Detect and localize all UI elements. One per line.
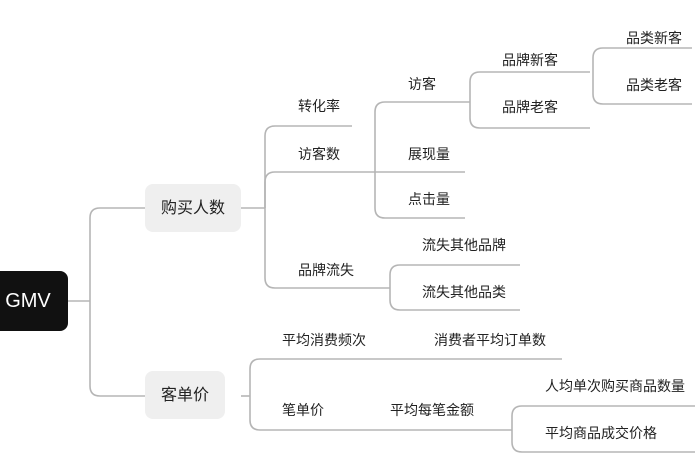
node-conversion: 转化率	[298, 99, 340, 115]
edge-root-aov	[89, 301, 145, 397]
node-avg-quantity: 人均单次购买商品数量	[545, 379, 685, 395]
edge-root-buyers	[89, 207, 145, 301]
edge-amount-price	[511, 430, 695, 453]
node-avg-orders: 消费者平均订单数	[434, 333, 546, 349]
edge-visitors-clicks	[374, 172, 465, 219]
node-avg-frequency: 平均消费频次	[282, 333, 366, 349]
node-impressions: 展现量	[408, 147, 450, 163]
root-node-gmv: GMV	[0, 271, 68, 331]
node-churn-other-category: 流失其他品类	[422, 285, 506, 301]
branch-buyers: 购买人数	[145, 184, 241, 232]
edge-brandnew-catnew	[592, 47, 692, 72]
edge-visitor-brand-new	[469, 71, 590, 102]
node-visitors-count: 访客数	[298, 147, 340, 163]
node-brand-old: 品牌老客	[502, 100, 558, 116]
branch-aov: 客单价	[145, 371, 225, 419]
node-avg-amount: 平均每笔金额	[390, 403, 474, 419]
node-per-order-price: 笔单价	[282, 403, 324, 419]
node-brand-new: 品牌新客	[502, 53, 558, 69]
node-category-new: 品类新客	[626, 31, 682, 47]
node-clicks: 点击量	[408, 192, 450, 208]
node-brand-churn: 品牌流失	[298, 263, 354, 279]
edge-visitors-visitor	[374, 101, 470, 172]
edge-buyers-conversion	[264, 125, 352, 208]
node-category-old: 品类老客	[626, 78, 682, 94]
edge-churn-category	[389, 288, 520, 311]
edge-buyers-churn	[264, 208, 390, 289]
node-churn-other-brand: 流失其他品牌	[422, 238, 506, 254]
edge-aov-freq	[249, 358, 562, 396]
edge-amount-qty	[511, 405, 695, 430]
edge-brandnew-catold	[592, 72, 692, 105]
edge-buyers-visitors	[264, 171, 375, 208]
edge-churn-brand	[389, 264, 520, 288]
node-visitor: 访客	[408, 77, 436, 93]
edge-visitor-brand-old	[469, 102, 590, 129]
node-avg-item-price: 平均商品成交价格	[545, 426, 657, 442]
edge-aov-perorder	[249, 396, 512, 431]
